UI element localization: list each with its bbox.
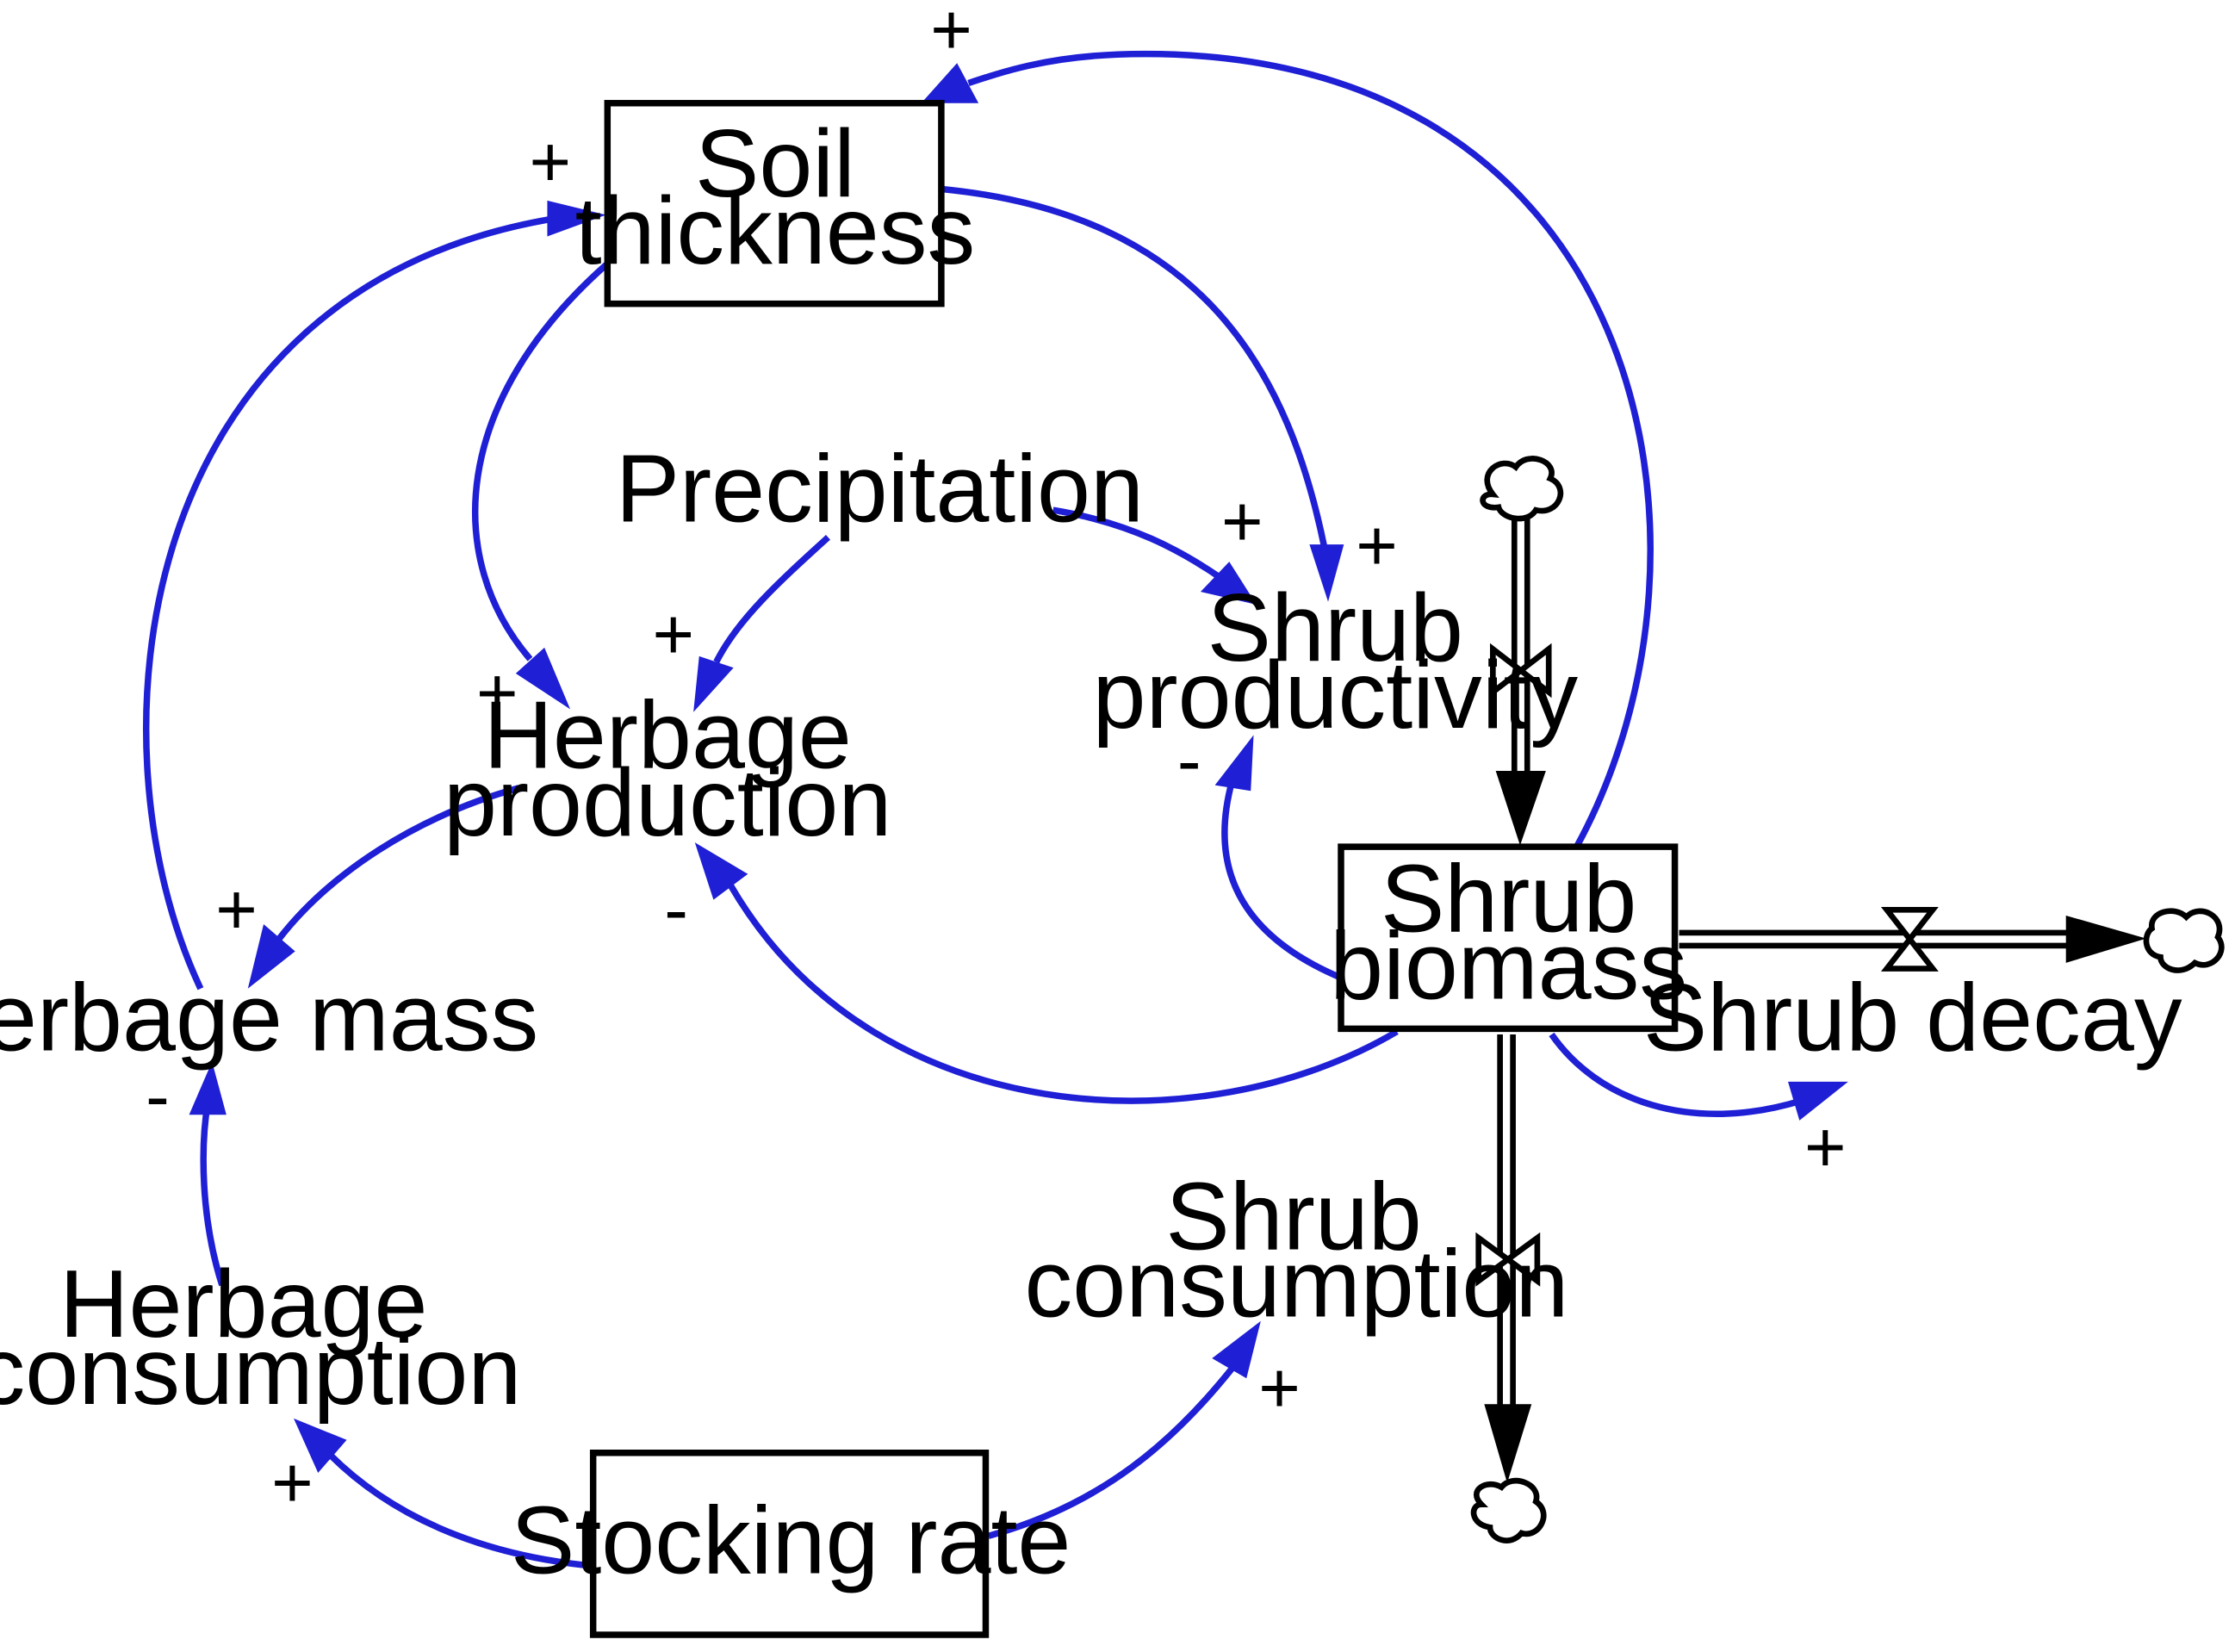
link-soil-thickness-to-shrub-productivity [942,185,1329,553]
stocking-rate-box [589,1450,990,1638]
arrowhead-soil-thickness-left [547,200,606,237]
polarity-shrub-biomass-herbage-production: - [664,870,688,950]
shrub-consumption-label-line2: consumption [1025,1230,1569,1338]
stocking-rate-label: Stocking rate [511,1486,1071,1593]
inflow-arrowhead [1495,770,1546,846]
shrub-consumption-label-line1: Shrub [1165,1163,1421,1270]
shrub-productivity-label-line1: Shrub [1208,574,1463,681]
shrub-growth-inflow [1480,456,1564,846]
stock-soil-thickness[interactable]: Soil thickness [575,100,976,307]
polarity-soil-thickness-shrub-productivity: + [1356,506,1398,586]
polarity-stocking-rate-herbage-consumption: + [271,1443,314,1523]
polarity-signs: + + + + + + - - + - + + + [146,0,1846,1523]
herbage-production-label-line2: production [444,748,891,856]
herbage-consumption-label-line2: consumption [0,1317,521,1425]
arrowhead-herbage-consumption [294,1418,347,1474]
herbage-production-variable[interactable]: Herbage production [444,681,891,856]
sink-cloud-consumption-icon [1470,1477,1547,1543]
link-shrub-biomass-to-shrub-productivity [1221,779,1341,980]
link-stocking-rate-to-herbage-consumption [326,1451,594,1569]
arrowhead-shrub-productivity-bottom [1214,735,1254,792]
link-precipitation-to-shrub-productivity [1052,506,1220,579]
inflow-valve-icon [1490,643,1552,699]
herbage-mass-label[interactable]: Herbage mass [0,963,538,1071]
link-precipitation-to-herbage-production [713,535,830,664]
polarity-stocking-rate-shrub-consumption: + [1258,1348,1301,1428]
decay-arrowhead [2065,915,2146,963]
polarity-shrub-biomass-shrub-decay: + [1804,1108,1847,1188]
herbage-consumption-variable[interactable]: Herbage consumption [0,1250,521,1425]
arrowhead-shrub-productivity-from-precipitation [1200,562,1257,605]
stock-stocking-rate[interactable]: Stocking rate [511,1450,1071,1638]
arrowhead-herbage-mass-top [247,923,295,989]
polarity-shrub-biomass-shrub-productivity: - [1177,721,1201,801]
arrowhead-herbage-mass-bottom [189,1061,227,1115]
polarity-herbage-production-herbage-mass: + [215,870,258,950]
herbage-production-label-line1: Herbage [483,681,851,789]
polarity-herbage-consumption-herbage-mass: - [146,1056,170,1136]
soil-thickness-box [604,100,945,307]
source-cloud-icon [1480,456,1564,522]
polarity-soil-thickness-herbage-production: + [476,653,518,733]
link-shrub-biomass-to-shrub-decay [1549,1032,1804,1118]
soil-thickness-label-line2: thickness [575,177,976,284]
polarity-precipitation-herbage-production: + [653,594,695,674]
stock-shrub-biomass[interactable]: Shrub biomass [1330,843,1687,1033]
precipitation-label[interactable]: Precipitation [616,435,1144,543]
arrowhead-shrub-consumption [1212,1320,1261,1379]
sink-cloud-decay-icon [2143,908,2225,973]
consumption-valve-icon [1475,1232,1541,1287]
link-herbage-production-to-herbage-mass [276,785,520,941]
arrowhead-shrub-decay [1788,1081,1848,1121]
shrub-productivity-label-line2: productivity [1093,641,1579,748]
causal-links [142,50,1848,1569]
polarity-herbage-mass-soil-thickness: + [529,121,571,202]
link-shrub-biomass-to-herbage-production [728,884,1399,1104]
arrowhead-shrub-productivity-top [1309,544,1344,602]
herbage-consumption-label-line1: Herbage [59,1250,427,1357]
arrowhead-herbage-production-from-precipitation [693,655,734,712]
shrub-biomass-label-line1: Shrub [1381,844,1636,952]
decay-valve-icon [1880,906,1939,972]
shrub-decay-label[interactable]: Shrub decay [1643,963,2182,1071]
shrub-consumption-variable[interactable]: Shrub consumption [1025,1163,1569,1338]
link-herbage-mass-to-soil-thickness [142,214,560,991]
shrub-biomass-box [1338,843,1679,1033]
arrowhead-herbage-production-bottom [694,842,748,900]
shrub-productivity-variable[interactable]: Shrub productivity [1093,574,1579,748]
soil-thickness-label-line1: Soil [695,109,855,217]
arrowhead-soil-thickness-top [921,63,979,103]
polarity-shrub-biomass-soil-thickness: + [930,0,972,70]
shrub-biomass-label-line2: biomass [1330,911,1687,1019]
link-soil-thickness-to-herbage-production [472,261,610,661]
consumption-arrowhead [1484,1404,1532,1483]
polarity-precipitation-shrub-productivity: + [1221,481,1263,562]
arrowhead-herbage-production-from-soil [515,647,571,710]
link-shrub-biomass-to-soil-thickness [967,50,1654,848]
link-stocking-rate-to-shrub-consumption [987,1366,1235,1539]
shrub-consumption-outflow [1470,1034,1547,1543]
link-herbage-consumption-to-herbage-mass [200,1102,226,1287]
shrub-decay-outflow [1679,906,2225,973]
